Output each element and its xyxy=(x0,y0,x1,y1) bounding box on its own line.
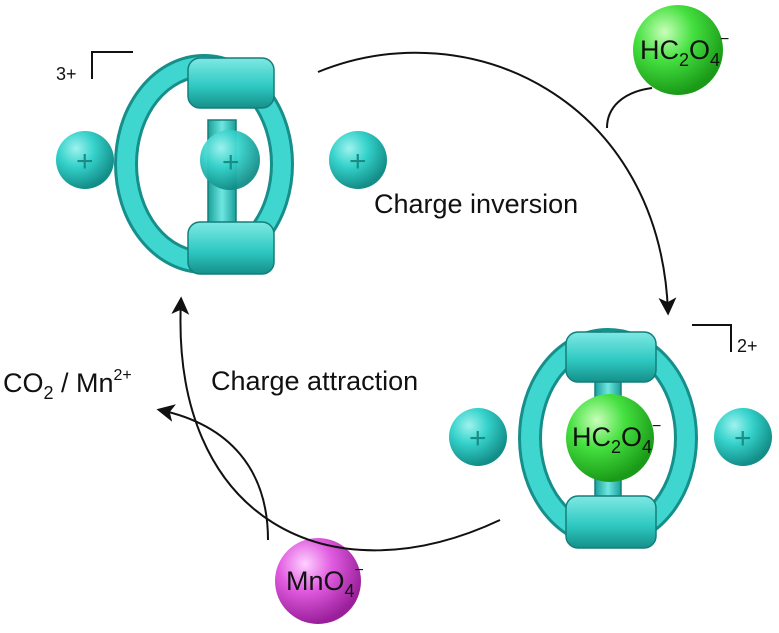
cage-bottom-left-sphere xyxy=(449,408,507,466)
oxalate-free: HC2O4− xyxy=(633,5,729,95)
label-charge-inversion: Charge inversion xyxy=(374,189,578,219)
cage-bottom-block-lower xyxy=(565,495,657,549)
cage-bottom: 2+ HC2O4− + + xyxy=(449,324,772,549)
arrow-oxalate-join xyxy=(606,87,653,129)
arrow-charge-inversion xyxy=(317,51,677,316)
cage-bottom-block-upper xyxy=(565,331,657,383)
permanganate-label: MnO4− xyxy=(286,562,364,601)
cage-top-center-plus: + xyxy=(222,146,240,179)
charge-bracket-bottom xyxy=(692,324,732,352)
cage-top-block-lower xyxy=(187,221,275,275)
label-charge-attraction: Charge attraction xyxy=(211,366,418,396)
oxalate-bound-sphere xyxy=(566,394,654,482)
charge-label-top: 3+ xyxy=(56,64,77,84)
permanganate-free: MnO4− xyxy=(275,538,364,624)
oxalate-bound-label: HC2O4− xyxy=(572,418,661,457)
cage-top: 3+ + + + xyxy=(56,51,387,275)
arrow-to-products xyxy=(156,404,269,541)
oxalate-free-label: HC2O4− xyxy=(640,31,729,70)
cage-top-block-upper xyxy=(187,57,275,109)
cage-bottom-right-sphere xyxy=(714,408,772,466)
arrow-charge-attraction xyxy=(171,296,501,552)
cage-bottom-right-plus: + xyxy=(734,422,752,455)
oxalate-free-sphere xyxy=(633,5,723,95)
charge-bracket-top xyxy=(91,51,133,79)
cage-top-center-sphere xyxy=(200,130,260,190)
cage-bottom-left-plus: + xyxy=(469,422,487,455)
cage-top-right-sphere xyxy=(329,131,387,189)
charge-label-bottom: 2+ xyxy=(737,336,758,356)
permanganate-sphere xyxy=(275,538,361,624)
cage-top-left-sphere xyxy=(56,131,114,189)
products-label: CO2 / Mn2+ xyxy=(3,367,132,403)
cage-top-left-plus: + xyxy=(76,145,94,178)
cage-top-right-plus: + xyxy=(349,145,367,178)
